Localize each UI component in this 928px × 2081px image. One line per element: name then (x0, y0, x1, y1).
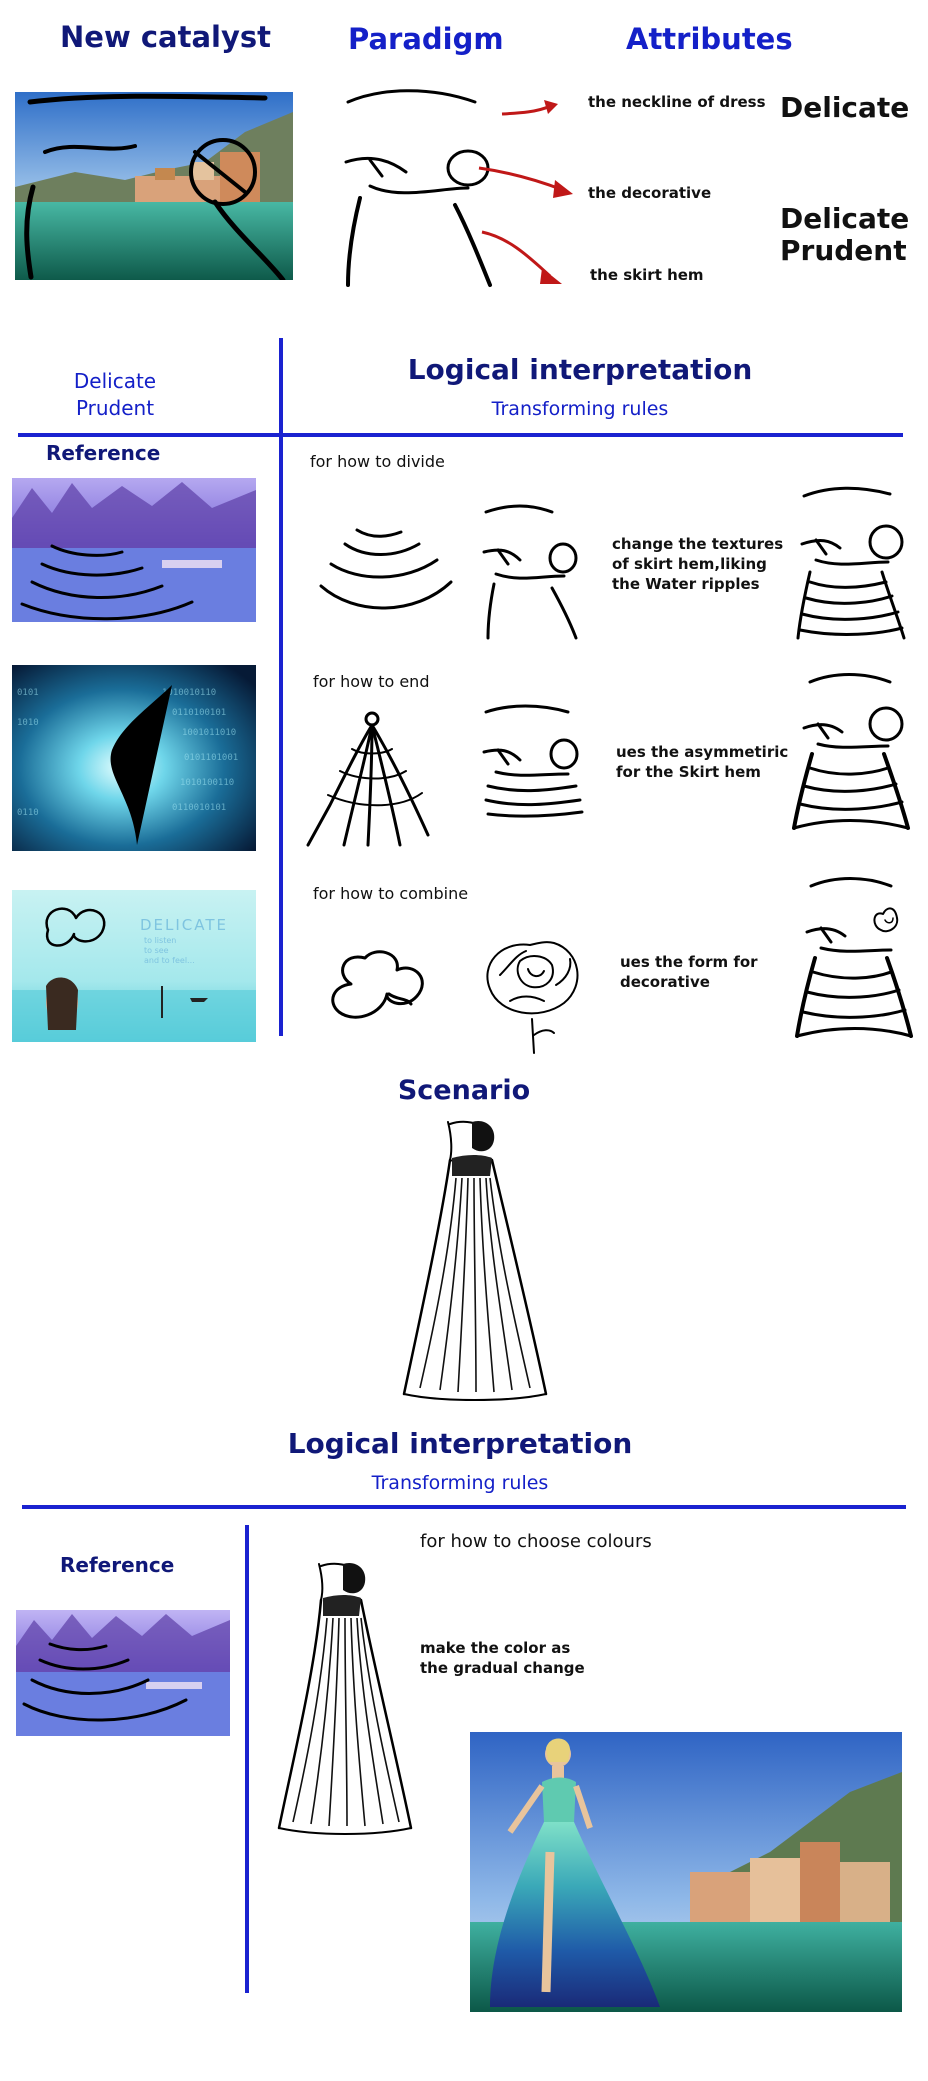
rule-combine-desc-line-1: ues the form for (620, 953, 758, 971)
svg-text:0110100101: 0110100101 (172, 708, 226, 718)
rule-divide-description: change the textures of skirt hem,liking … (612, 534, 783, 594)
svg-text:0110010101: 0110010101 (172, 803, 226, 813)
section1-prudent: Prudent (75, 396, 155, 420)
rule-end-spiral-sketch (300, 705, 440, 855)
attributes-heading: Attributes (626, 22, 793, 56)
svg-text:1010100110: 1010100110 (180, 778, 234, 788)
rule-divide-desc-line-3: the Water ripples (612, 575, 760, 593)
section2-title: Logical interpretation (287, 1427, 633, 1460)
rule-end-bodice-sketch (480, 700, 590, 820)
section2-subtitle: Transforming rules (371, 1472, 549, 1494)
neckline-arrow-icon (500, 96, 562, 122)
rule-end-heading: for how to end (313, 672, 430, 691)
svg-text:0101: 0101 (17, 688, 39, 698)
reference-delicate-lines: to listen to see and to feel... (144, 936, 195, 966)
decorative-arrow-icon (477, 162, 577, 202)
rule-end-result-dress-sketch (790, 668, 914, 838)
svg-text:1001011010: 1001011010 (182, 728, 236, 738)
attribute-delicate-2: Delicate (780, 202, 910, 235)
section2-reference-label: Reference (60, 1553, 175, 1577)
reference-delicate-word: DELICATE (140, 916, 229, 934)
rule-combine-heading: for how to combine (313, 884, 469, 903)
section2-description: make the color as the gradual change (420, 1638, 585, 1678)
rule-combine-desc-line-2: decorative (620, 973, 710, 991)
rule-divide-bodice-sketch (480, 500, 590, 640)
rule-end-desc-line-2: for the Skirt hem (616, 763, 761, 781)
svg-text:1010010110: 1010010110 (162, 688, 216, 698)
attribute-prudent: Prudent (780, 234, 907, 267)
section2-desc-line-1: make the color as (420, 1639, 571, 1657)
section2-desc-line-2: the gradual change (420, 1659, 585, 1677)
paradigm-sketch (340, 80, 590, 290)
reference-winter-lake-photo (12, 478, 256, 622)
section2-vertical-divider (245, 1525, 249, 1993)
rose-icon (470, 925, 600, 1055)
rule-divide-desc-line-1: change the textures (612, 535, 784, 553)
scenario-title: Scenario (397, 1075, 531, 1106)
section2-heading: for how to choose colours (420, 1531, 652, 1552)
rule-combine-description: ues the form for decorative (620, 952, 758, 992)
section1-title: Logical interpretation (407, 353, 753, 386)
rule-combine-cloud-sketch (325, 950, 435, 1030)
reference-delicate-line-1: to listen (144, 936, 177, 945)
section1-attributes-label: Delicate Prudent (40, 368, 190, 422)
paradigm-label-skirt-hem: the skirt hem (590, 266, 704, 284)
section1-reference-label: Reference (46, 441, 161, 465)
paradigm-label-neckline: the neckline of dress (588, 93, 766, 111)
svg-text:0110: 0110 (17, 808, 39, 818)
rule-end-desc-line-1: ues the asymmetiric (616, 743, 789, 761)
rule-divide-result-dress-sketch (790, 482, 910, 642)
rule-divide-ripple-sketch (315, 520, 455, 620)
section2-horizontal-divider (22, 1505, 906, 1509)
reference-delicate-line-3: and to feel... (144, 956, 195, 965)
rule-divide-heading: for how to divide (310, 452, 445, 471)
section1-vertical-divider (279, 338, 283, 1036)
reference-delicate-line-2: to see (144, 946, 169, 955)
final-model-gown-photo (470, 1732, 902, 2012)
skirt-hem-arrow-icon (480, 228, 566, 288)
scenario-gown-sketch (400, 1118, 550, 1402)
svg-text:0101101001: 0101101001 (184, 753, 238, 763)
reference-delicate-sea-photo: DELICATE to listen to see and to feel... (12, 890, 256, 1042)
paradigm-label-decorative: the decorative (588, 184, 712, 202)
svg-text:1010: 1010 (17, 718, 39, 728)
rule-divide-desc-line-2: of skirt hem,liking (612, 555, 767, 573)
attribute-delicate: Delicate (780, 91, 910, 124)
catalyst-lake-photo (15, 92, 293, 280)
section2-reference-winter-lake-photo (16, 1610, 230, 1736)
paradigm-heading: Paradigm (348, 22, 504, 56)
section1-subtitle: Transforming rules (491, 398, 669, 420)
new-catalyst-heading: New catalyst (60, 20, 271, 54)
section2-gown-sketch (275, 1560, 415, 1836)
rule-end-description: ues the asymmetiric for the Skirt hem (616, 742, 788, 782)
section1-horizontal-divider (18, 433, 903, 437)
rule-combine-result-dress-sketch (795, 872, 919, 1048)
section1-delicate: Delicate (73, 369, 157, 393)
